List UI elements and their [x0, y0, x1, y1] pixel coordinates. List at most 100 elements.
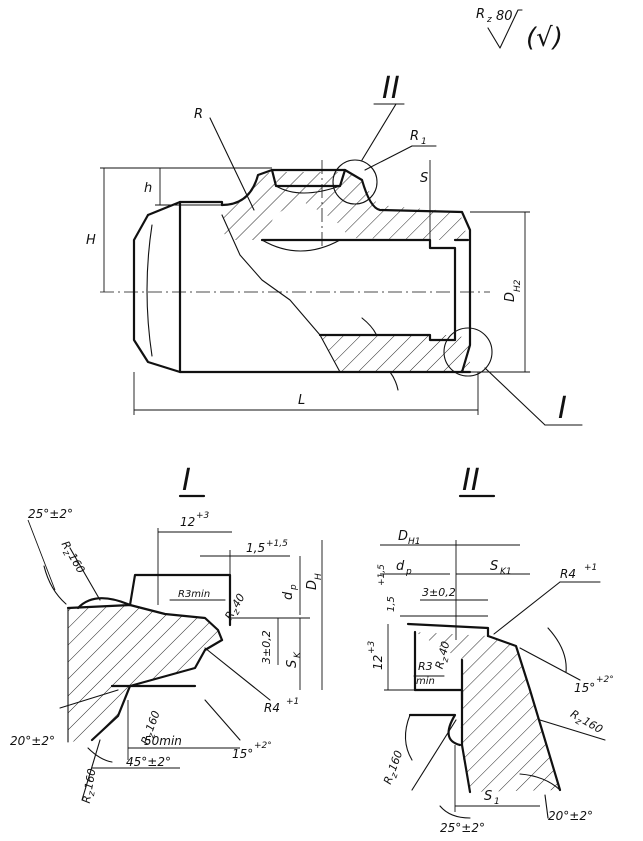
label-L: L: [298, 393, 305, 408]
label-II-rz160b-sub: z: [389, 771, 400, 780]
label-I-angle15-tol: +2°: [254, 741, 272, 751]
section-mark-II: II: [382, 71, 400, 106]
detail-I-lip: [128, 573, 232, 627]
label-II-rz160a-sub: z: [573, 716, 583, 728]
label-I-rz40-sub: z: [231, 607, 243, 617]
label-II-DH1: D: [398, 529, 408, 544]
label-I-angle25: 25°±2°: [28, 507, 73, 521]
detail-I-inner-edge: [90, 638, 224, 742]
dim-I-angle25-leader: [27, 519, 56, 591]
dim-I-angle45-arc: [87, 747, 113, 763]
bore-curve: [275, 185, 341, 194]
leader-R1: [364, 145, 413, 171]
dim-II-angle25-arc: [439, 805, 471, 819]
label-II-angle20: 20°±2°: [548, 809, 593, 823]
label-II-DH1-sub: H1: [408, 537, 421, 547]
label-II-S1-sub: 1: [494, 797, 500, 807]
label-II-rz40-sub: z: [440, 656, 451, 664]
detail-circle-II: [332, 159, 378, 205]
detail-I-title: I: [182, 463, 191, 498]
leader-I-rz160c: [81, 739, 101, 801]
angle-arc-lower: [389, 371, 399, 391]
detail-II-outer: [486, 634, 562, 792]
label-II-Sk1-sub: K1: [500, 567, 512, 577]
label-I-angle15: 15°: [232, 747, 253, 761]
label-H: H: [86, 233, 96, 248]
label-I-rz160a-sub: z: [60, 548, 72, 558]
label-II-dp-sub: p: [405, 567, 412, 577]
label-I-r4-tol: +1: [286, 697, 299, 707]
label-II-12-tol: +3: [367, 640, 377, 654]
roughness-paren: (√): [526, 23, 563, 53]
label-I-15: 1,5: [246, 541, 265, 555]
label-I-r3min: R3min: [178, 589, 210, 600]
hatch-lower: [320, 335, 470, 372]
label-II-r4-tol: +1: [584, 563, 597, 573]
break-line: [221, 214, 341, 373]
label-R1-sub: 1: [421, 137, 427, 147]
label-II-rz40: R: [433, 660, 448, 671]
detail-I: I 25°±2° R z 160 12 +3 1,5 +1,5 d p: [10, 463, 324, 804]
detail-II-top: [406, 622, 490, 638]
label-I-rz160b-sub: z: [147, 732, 158, 741]
leader-II-r4: [493, 581, 561, 635]
label-h: h: [144, 181, 152, 196]
label-R1: R: [410, 129, 419, 144]
body-outline-left: [132, 213, 472, 374]
label-I-3: 3±0,2: [260, 630, 273, 664]
label-II-12: 12: [371, 655, 385, 670]
label-II-dp: d: [396, 559, 405, 574]
label-S: S: [420, 171, 428, 186]
label-I-dp: d: [281, 591, 296, 600]
detail-II: II D H1 d p S K1 R4 +1 1,5 +1,5 3±0,2: [367, 463, 614, 835]
label-II-angle15-tol: +2°: [596, 675, 614, 685]
label-II-angle15: 15°: [574, 681, 595, 695]
leader-II: [361, 103, 397, 161]
label-I-angle45: 45°±2°: [126, 755, 171, 769]
angle-arc-upper: [361, 317, 377, 335]
leader-II-angle20: [544, 794, 549, 819]
label-II-rz160b: R: [381, 774, 396, 786]
hatch-detail-II: [415, 632, 560, 792]
leader-II-angle15: [519, 647, 581, 681]
label-I-Sk-sub: K: [293, 651, 303, 658]
label-DH2-sub: H2: [513, 279, 523, 292]
label-I-rz160c-sub: z: [87, 790, 98, 798]
leader-I: [484, 367, 546, 426]
label-I-DH-sub: H: [314, 573, 324, 580]
detail-II-step: [413, 688, 464, 702]
detail-II-inner: [460, 658, 472, 794]
label-II-3: 3±0,2: [422, 586, 456, 599]
roughness-mark: R z 80 (√): [476, 7, 563, 53]
label-R: R: [194, 107, 203, 122]
label-I-rz40-val: 40: [229, 591, 247, 610]
label-II-rz40-val: 40: [436, 640, 452, 657]
label-II-r3-min: min: [416, 676, 435, 687]
detail-circle-I: [443, 327, 493, 377]
label-I-rz160b: R: [138, 735, 153, 747]
label-II-angle25: 25°±2°: [440, 821, 485, 835]
roughness-check-icon: [487, 9, 523, 49]
boss-outline: [220, 168, 472, 374]
hatch-upper: [222, 172, 468, 240]
label-I-r4: R4: [264, 701, 280, 715]
detail-II-title: II: [462, 463, 480, 498]
leader-I-r4: [204, 647, 271, 701]
detail-I-top-edge: [66, 603, 224, 642]
boss-top: [270, 168, 347, 188]
label-II-rz160a-val: 160: [580, 714, 605, 736]
inner-bore: [260, 238, 457, 342]
roughness-sub: z: [486, 15, 492, 25]
label-II-S1: S: [484, 789, 492, 804]
label-I-Sk: S: [285, 660, 300, 668]
label-II-rz160b-val: 160: [386, 749, 405, 773]
label-I-12: 12: [180, 515, 195, 529]
leader-II-rz160b: [411, 719, 457, 791]
main-view: H h L D H2 S R R 1 II I: [86, 71, 583, 426]
label-II-r4: R4: [560, 567, 576, 581]
view-mark-I: I: [558, 391, 567, 426]
label-I-angle20: 20°±2°: [10, 734, 55, 748]
label-DH2: D: [503, 292, 518, 302]
label-I-15-tol: +1,5: [266, 539, 288, 549]
